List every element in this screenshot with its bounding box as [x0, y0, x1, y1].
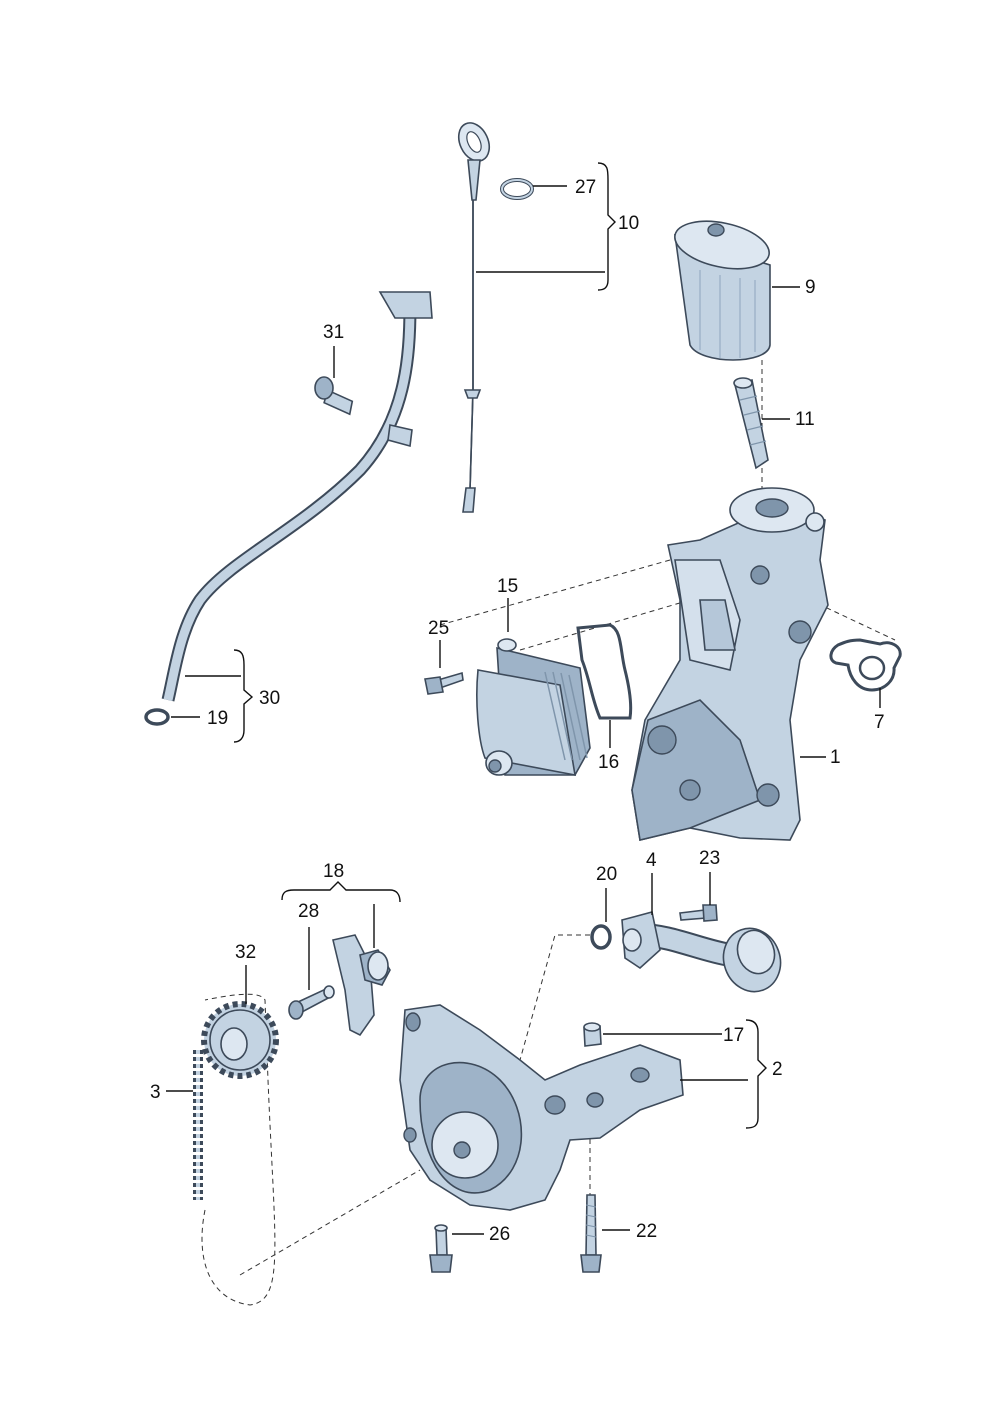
callout-28: 28 — [298, 901, 319, 922]
callout-31: 31 — [323, 322, 344, 343]
oil-pump-part — [399, 1004, 684, 1211]
oil-filter-part — [674, 220, 771, 361]
callout-16: 16 — [598, 752, 619, 773]
oil-cooler-bolt-part — [424, 671, 464, 695]
filter-housing-gasket-part — [829, 638, 902, 692]
oil-cooler-part — [476, 638, 591, 776]
oil-cooler-seal-part — [576, 623, 633, 720]
dowel-sleeve-part — [583, 1022, 602, 1047]
chain-tensioner-part — [332, 934, 391, 1037]
callout-10: 10 — [618, 213, 639, 234]
callout-4: 4 — [646, 850, 657, 871]
callout-26: 26 — [489, 1224, 510, 1245]
callout-20: 20 — [596, 864, 617, 885]
tensioner-bolt-part — [288, 985, 335, 1020]
pump-screw-long-part — [580, 1194, 602, 1273]
callout-7: 7 — [874, 712, 885, 733]
callout-32: 32 — [235, 942, 256, 963]
callout-2: 2 — [772, 1059, 783, 1080]
filter-element-part — [733, 377, 769, 470]
callout-1: 1 — [830, 747, 841, 768]
callout-22: 22 — [636, 1221, 657, 1242]
callout-labels: 27 10 9 11 31 15 25 16 7 1 30 19 18 28 3… — [150, 177, 885, 1245]
callout-18: 18 — [323, 861, 344, 882]
sprocket-part — [201, 1001, 279, 1079]
callout-11: 11 — [795, 409, 815, 430]
suction-pipe-bolt-part — [679, 904, 718, 922]
callout-23: 23 — [699, 848, 720, 869]
callout-3: 3 — [150, 1082, 161, 1103]
callout-30: 30 — [259, 688, 280, 709]
pump-bolt-part — [429, 1224, 453, 1273]
suction-pipe-part — [621, 911, 782, 993]
dipstick-part — [457, 122, 491, 513]
leader-lines — [166, 162, 881, 1235]
callout-9: 9 — [805, 277, 816, 298]
callout-17: 17 — [723, 1025, 744, 1046]
guide-tube-o-ring-part — [144, 708, 170, 726]
callout-19: 19 — [207, 708, 228, 729]
callout-15: 15 — [497, 576, 518, 597]
guide-tube-bolt-part — [314, 376, 354, 416]
filter-housing-bracket-part — [631, 487, 829, 841]
guide-tube-part — [161, 291, 433, 702]
callout-25: 25 — [428, 618, 449, 639]
pickup-o-ring-part — [590, 924, 612, 950]
callout-27: 27 — [575, 177, 596, 198]
